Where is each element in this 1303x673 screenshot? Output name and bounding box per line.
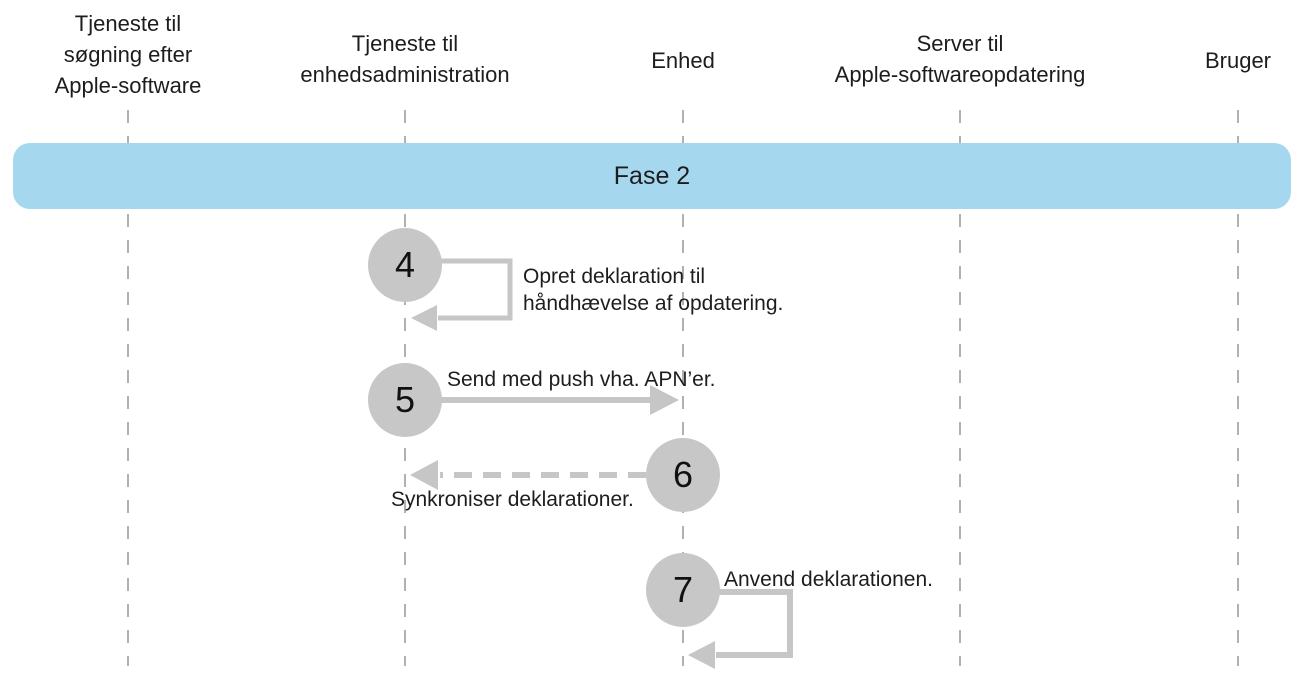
self-loop-arrow-step4 bbox=[411, 258, 513, 331]
lifeline-user bbox=[1237, 110, 1239, 666]
step-number: 4 bbox=[394, 244, 416, 285]
step-circle-6: 6 bbox=[646, 438, 720, 512]
arrowhead-left-icon bbox=[688, 641, 715, 669]
actor-label-line: enhedsadministration bbox=[300, 62, 510, 87]
lifeline-apple-software-lookup-service bbox=[127, 110, 129, 666]
step-circle-5: 5 bbox=[368, 363, 442, 437]
lifeline-device bbox=[682, 110, 684, 666]
actor-apple-software-lookup-service: Tjeneste til søgning efter Apple-softwar… bbox=[55, 8, 202, 101]
phase-banner: Fase 2 bbox=[13, 143, 1291, 209]
arrowhead-left-icon bbox=[410, 460, 438, 490]
actor-apple-software-update-server: Server til Apple-softwareopdatering bbox=[835, 28, 1086, 90]
actor-label-line: Apple-software bbox=[54, 73, 202, 98]
actor-label-line: søgning efter bbox=[63, 42, 193, 67]
lifeline-apple-software-update-server bbox=[959, 110, 961, 666]
message-label-step4: Opret deklaration til håndhævelse af opd… bbox=[523, 265, 784, 315]
step-number: 5 bbox=[394, 379, 416, 420]
step-circle-4: 4 bbox=[368, 228, 442, 302]
self-loop-arrow-step7 bbox=[688, 589, 793, 669]
step-circle-7: 7 bbox=[646, 553, 720, 627]
step-number: 6 bbox=[672, 454, 694, 495]
actor-label-line: Enhed bbox=[651, 48, 715, 73]
message-label-step5: Send med push vha. APN’er. bbox=[447, 368, 716, 391]
step-number: 7 bbox=[672, 569, 694, 610]
dashed-arrow-step6 bbox=[410, 460, 646, 490]
actor-label-line: Tjeneste til bbox=[74, 11, 182, 36]
message-label-step7: Anvend deklarationen. bbox=[724, 568, 933, 591]
actor-label-line: Tjeneste til bbox=[351, 31, 459, 56]
actor-device-management-service: Tjeneste til enhedsadministration bbox=[300, 28, 509, 90]
actor-user: Bruger bbox=[1205, 45, 1271, 76]
solid-arrow-step5 bbox=[441, 385, 679, 415]
actor-label-line: Apple-softwareopdatering bbox=[834, 62, 1086, 87]
phase-banner-label: Fase 2 bbox=[613, 161, 691, 190]
actor-label-line: Server til bbox=[916, 31, 1004, 56]
actor-label-line: Bruger bbox=[1204, 48, 1272, 73]
message-label-step6: Synkroniser deklarationer. bbox=[391, 488, 634, 511]
arrowhead-right-icon bbox=[650, 385, 679, 415]
arrowhead-left-icon bbox=[411, 305, 437, 331]
actor-device: Enhed bbox=[651, 45, 715, 76]
